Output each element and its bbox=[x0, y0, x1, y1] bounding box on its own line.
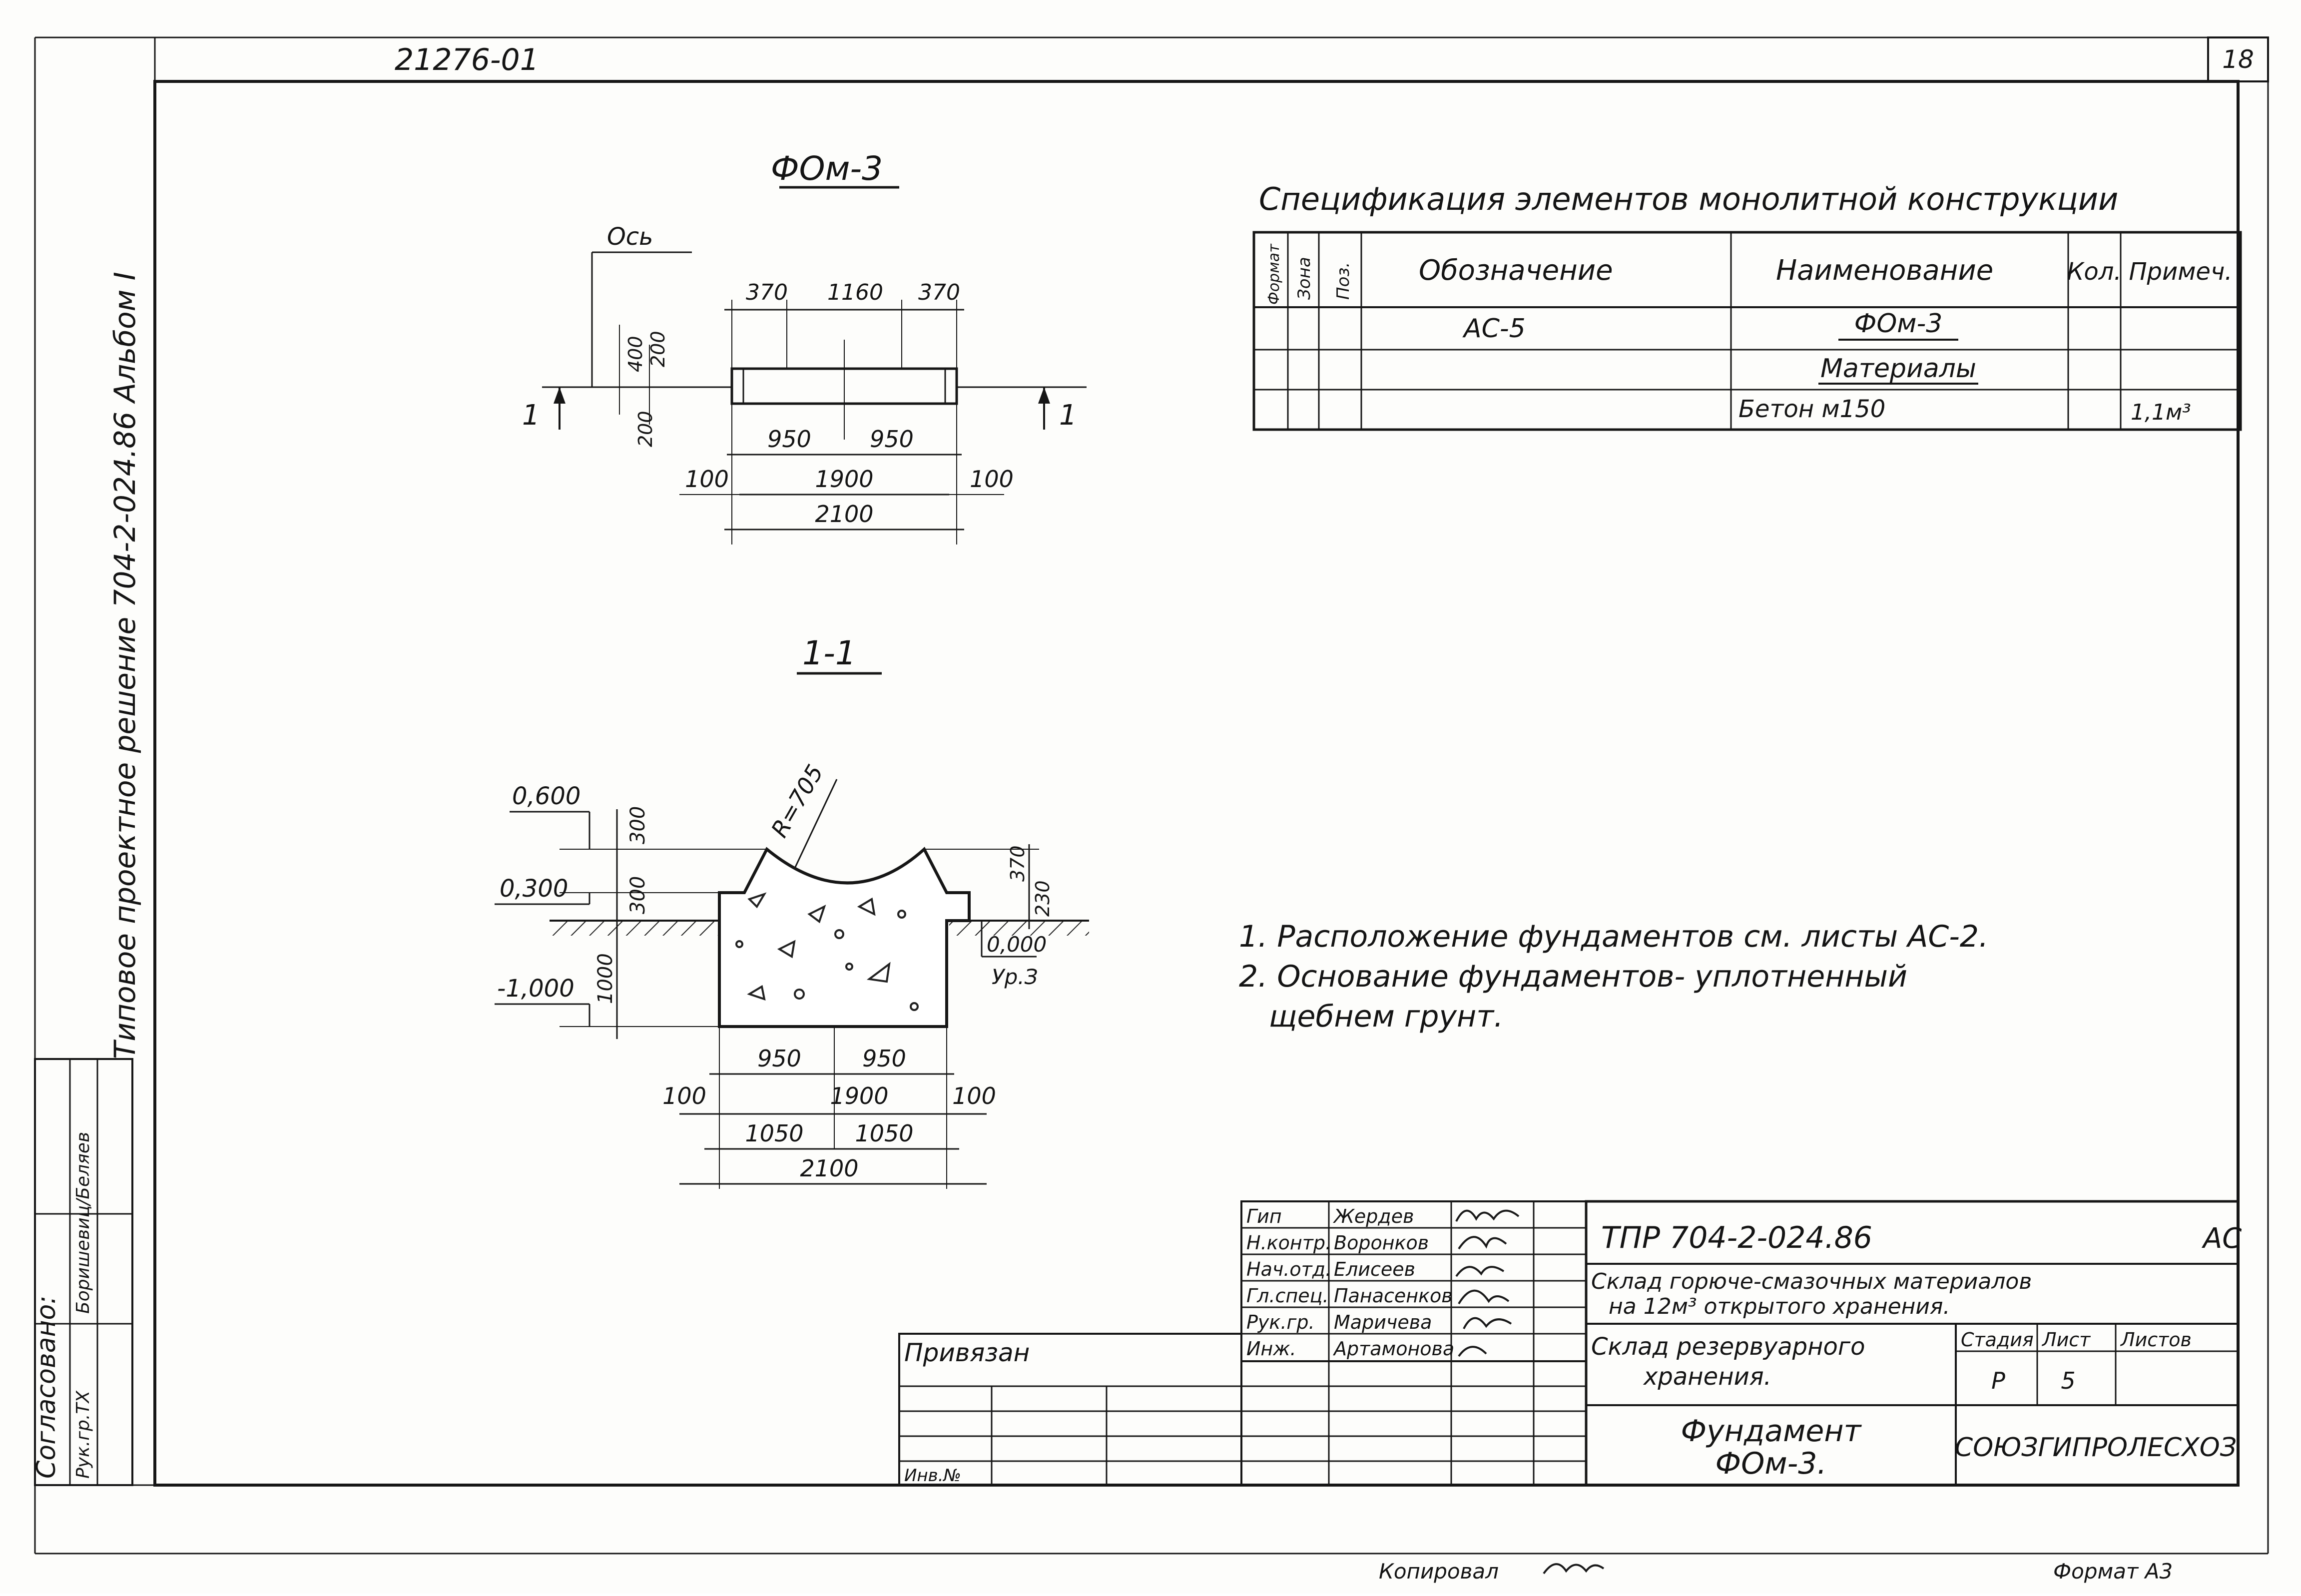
spec-header-format: Формат bbox=[1265, 243, 1283, 305]
dim-left-bottom: 1000 bbox=[594, 953, 617, 1004]
notes: 1. Расположение фундаментов см. листы АС… bbox=[1239, 919, 1988, 1034]
dim-edge-right: 100 bbox=[970, 466, 1014, 493]
sec-dim-half-right: 950 bbox=[862, 1045, 906, 1072]
note-2-continued: щебнем грунт. bbox=[1269, 999, 1503, 1034]
note-1: 1. Расположение фундаментов см. листы АС… bbox=[1239, 919, 1988, 954]
dim-height-total: 400 bbox=[624, 336, 646, 372]
dim-height-lower: 200 bbox=[634, 411, 656, 447]
dim-overall: 2100 bbox=[815, 501, 873, 528]
spec-row2-name: Материалы bbox=[1820, 354, 1976, 384]
sec-dim-edge-left: 100 bbox=[662, 1082, 706, 1109]
sig-name-3: Елисеев bbox=[1334, 1258, 1415, 1280]
sig-name-4: Панасенков bbox=[1334, 1285, 1453, 1307]
radius-label: R=705 bbox=[766, 760, 829, 842]
sec-dim-half-left: 950 bbox=[757, 1045, 801, 1072]
sig-name-5: Маричева bbox=[1334, 1311, 1432, 1333]
agreed-row1-name: Боришевиц/Беляев bbox=[73, 1132, 93, 1314]
organization: СОЮЗГИПРОЛЕСХОЗ bbox=[1955, 1433, 2237, 1463]
sig-name-1: Жердев bbox=[1333, 1205, 1414, 1227]
dim-left-mid: 300 bbox=[626, 876, 649, 914]
section-mark-right: 1 bbox=[1059, 399, 1077, 432]
spec-title: Спецификация элементов монолитной констр… bbox=[1259, 181, 2118, 217]
spec-header-note: Примеч. bbox=[2129, 258, 2232, 286]
dim-right-upper: 370 bbox=[1007, 845, 1029, 882]
copier-signature bbox=[1543, 1563, 1605, 1575]
archive-number: 21276-01 bbox=[395, 42, 539, 77]
dim-half-left: 950 bbox=[767, 426, 811, 453]
sheet-label: Лист bbox=[2041, 1329, 2091, 1351]
sec-dim-edge-right: 100 bbox=[952, 1082, 996, 1109]
page-number: 18 bbox=[2222, 45, 2254, 74]
signature-marks bbox=[1455, 1209, 1520, 1357]
axis-label: Ось bbox=[607, 223, 653, 251]
format-label: Формат А3 bbox=[2053, 1559, 2173, 1584]
spec-header-designation: Обозначение bbox=[1419, 254, 1613, 287]
dim-top-right: 370 bbox=[918, 280, 960, 305]
agreed-label: Согласовано: bbox=[31, 1295, 61, 1479]
agreement-block bbox=[34, 1058, 133, 1486]
inv-label: Инв.№ bbox=[904, 1466, 961, 1486]
stage-label: Стадия bbox=[1961, 1329, 2034, 1351]
elevation-bottom: -1,000 bbox=[497, 975, 575, 1003]
dim-height-upper: 200 bbox=[647, 331, 669, 367]
sheets-label: Листов bbox=[2120, 1329, 2192, 1351]
copied-by: Копировал bbox=[1379, 1559, 1499, 1584]
sig-role-1: Гип bbox=[1246, 1205, 1282, 1227]
dim-left-top: 300 bbox=[626, 806, 649, 844]
sig-role-2: Н.контр. bbox=[1246, 1232, 1331, 1254]
ground-label: Ур.З bbox=[992, 965, 1038, 989]
ground-elevation: 0,000 bbox=[987, 932, 1047, 957]
attached-label: Привязан bbox=[904, 1338, 1030, 1367]
dim-half-right: 950 bbox=[870, 426, 914, 453]
dim-right-lower: 230 bbox=[1032, 880, 1054, 917]
dim-edge-left: 100 bbox=[685, 466, 729, 493]
spec-row3-note: 1,1м³ bbox=[2131, 400, 2191, 425]
spec-row1-name: ФОм-3 bbox=[1854, 309, 1943, 339]
elevation-mid: 0,300 bbox=[500, 875, 568, 903]
sig-role-3: Нач.отд. bbox=[1246, 1258, 1331, 1280]
spec-row3-name: Бетон м150 bbox=[1738, 395, 1885, 423]
spec-header-qty: Кол. bbox=[2067, 258, 2121, 286]
sig-role-6: Инж. bbox=[1246, 1338, 1296, 1360]
dim-width: 1900 bbox=[815, 466, 873, 493]
plan-view: ФОм-3 Ось 1 1 370 1160 370 400 200 bbox=[522, 149, 1087, 544]
title-block: Гип Жердев Н.контр. Воронков Нач.отд. Ел… bbox=[898, 1200, 2242, 1487]
agreed-row1-role: Рук.гр.ТХ bbox=[73, 1390, 93, 1479]
spec-row1-designation: АС-5 bbox=[1462, 314, 1526, 344]
spec-header-pos: Поз. bbox=[1333, 262, 1353, 300]
sig-role-5: Рук.гр. bbox=[1246, 1311, 1315, 1333]
specification-table: Спецификация элементов монолитной констр… bbox=[1252, 181, 2242, 431]
sec-dim-width: 1900 bbox=[830, 1082, 888, 1109]
drawing-name-line2: ФОм-3. bbox=[1715, 1446, 1826, 1481]
elevation-top: 0,600 bbox=[512, 782, 580, 810]
sheet-value: 5 bbox=[2061, 1367, 2075, 1394]
foundation-section bbox=[718, 847, 971, 1028]
spec-header-zone: Зона bbox=[1294, 257, 1314, 300]
sec-dim-sub-right: 1050 bbox=[855, 1120, 913, 1147]
drawing-mark: АС bbox=[2202, 1222, 2242, 1255]
sig-name-6: Артамонова bbox=[1332, 1338, 1454, 1360]
spec-header-name: Наименование bbox=[1776, 254, 1993, 287]
object-line1: Склад резервуарного bbox=[1591, 1333, 1865, 1361]
sig-name-2: Воронков bbox=[1334, 1232, 1429, 1254]
left-margin-text: Типовое проектное решение 704-2-024.86 А… bbox=[108, 272, 142, 1059]
stage-value: Р bbox=[1991, 1367, 2005, 1394]
project-title-line1: Склад горюче-смазочных материалов bbox=[1591, 1269, 2032, 1294]
sig-role-4: Гл.спец. bbox=[1246, 1285, 1329, 1307]
sec-dim-overall: 2100 bbox=[800, 1155, 858, 1182]
dim-top-mid: 1160 bbox=[827, 280, 883, 305]
note-2: 2. Основание фундаментов- уплотненный bbox=[1239, 959, 1907, 994]
section-mark-left: 1 bbox=[522, 399, 540, 432]
section-title: 1-1 bbox=[802, 634, 856, 672]
sec-dim-sub-left: 1050 bbox=[745, 1120, 803, 1147]
section-view: 1-1 R=705 0,600 bbox=[495, 634, 1089, 1189]
project-title-line2: на 12м³ открытого хранения. bbox=[1609, 1294, 1950, 1319]
drawing-code: ТПР 704-2-024.86 bbox=[1601, 1220, 1872, 1255]
drawing-name-line1: Фундамент bbox=[1681, 1414, 1862, 1449]
plan-title: ФОм-3 bbox=[771, 149, 883, 188]
object-line2: хранения. bbox=[1643, 1363, 1771, 1391]
dim-top-left: 370 bbox=[746, 280, 788, 305]
